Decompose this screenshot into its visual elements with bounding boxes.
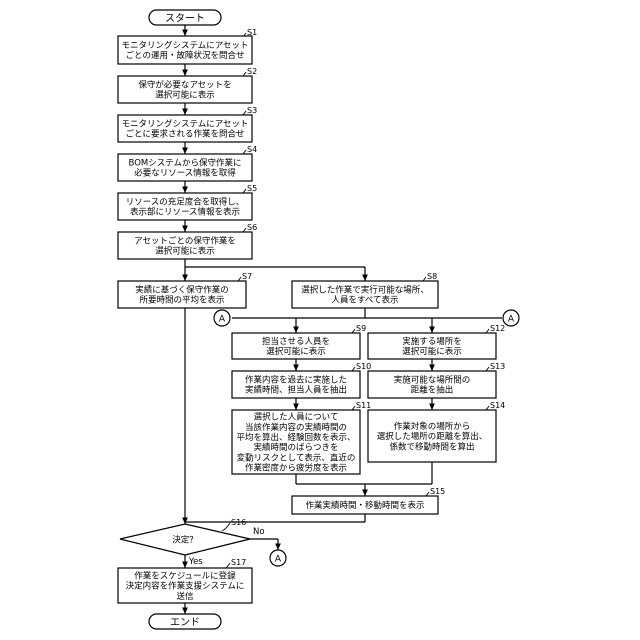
step-s3-text-line: モニタリングシステムにアセット	[121, 118, 248, 129]
step-s14-text-line: 作業対象の場所から	[394, 421, 471, 432]
step-s14-text-line: 係数で移動時間を算出	[389, 441, 474, 452]
step-s5-label: S5	[247, 184, 257, 193]
connector-a-left-label: A	[219, 315, 226, 325]
connector-a-right-label: A	[508, 315, 515, 325]
step-s6-label: S6	[247, 223, 257, 232]
step-s4-text-line: BOMシステムから保守作業に	[129, 157, 242, 168]
step-s6-text-line: 選択可能に表示	[155, 246, 215, 257]
connector-a-left: A	[214, 310, 230, 326]
step-s13-box: 実施可能な場所間の距離を抽出 S13	[368, 362, 505, 398]
step-s15-label: S15	[430, 487, 445, 496]
step-s12-label: S12	[490, 324, 505, 333]
step-s11-box: 選択した人員について当該作業内容の実績時間の平均を算出、経験回数を表示、実績時間…	[232, 401, 371, 474]
step-s3-text-line: ごとに要求される作業を問合せ	[125, 129, 244, 140]
step-s2-text-line: 選択可能に表示	[155, 90, 215, 101]
step-s10-label: S10	[356, 362, 371, 371]
step-s15-box: 作業実績時間・移動時間を表示 S15	[292, 487, 445, 514]
step-s1-text-line: ごとの運用・故障状況を問合せ	[126, 50, 245, 61]
step-s2-box: 保守が必要なアセットを選択可能に表示 S2	[118, 67, 257, 103]
step-s10-text-line: 作業内容を過去に実施した	[245, 374, 347, 385]
step-s3-label: S3	[247, 106, 257, 115]
step-s4-text-line: 必要なリソース情報を取得	[134, 168, 236, 179]
step-s7-text-line: 実績に基づく保守作業の	[135, 284, 229, 295]
step-s2-text-line: 保守が必要なアセットを	[138, 79, 231, 90]
decision-s16-text: 決定？	[172, 535, 198, 546]
step-s9-box: 担当させる人員を選択可能に表示 S9	[232, 324, 366, 359]
step-s9-text-line: 選択可能に表示	[266, 346, 326, 357]
step-s11-text-line: 平均を算出、経験回数を表示、	[236, 432, 355, 443]
connector-a-bottom: A	[270, 550, 286, 566]
connector-a-right: A	[503, 310, 519, 326]
step-s17-label: S17	[231, 558, 246, 567]
step-s2-label: S2	[247, 67, 257, 76]
no-branch-label: No	[253, 527, 265, 537]
step-s17-text-line: 決定内容を作業支援システムに	[126, 581, 245, 592]
step-s10-box: 作業内容を過去に実施した実績時間、担当人員を抽出 S10	[232, 362, 371, 398]
step-s9-label: S9	[356, 324, 366, 333]
step-s12-text-line: 選択可能に表示	[402, 346, 462, 357]
step-s6-box: アセットごとの保守作業を選択可能に表示 S6	[118, 223, 257, 259]
yes-branch-label: Yes	[188, 557, 203, 567]
step-s8-text-line: 人員をすべて表示	[331, 295, 398, 306]
step-s13-text-line: 距離を抽出	[411, 385, 454, 396]
step-s12-text-line: 実施する場所を	[402, 336, 462, 347]
step-s15-text-line: 作業実績時間・移動時間を表示	[305, 500, 424, 511]
step-s1-label: S1	[247, 28, 257, 37]
step-s10-text-line: 実績時間、担当人員を抽出	[245, 385, 347, 396]
step-s1-box: モニタリングシステムにアセットごとの運用・故障状況を問合せ S1	[118, 28, 257, 64]
step-s8-text-line: 選択した作業で実行可能な場所、	[301, 284, 429, 295]
step-s3-box: モニタリングシステムにアセットごとに要求される作業を問合せ S3	[118, 106, 257, 142]
step-s11-text-line: 変動リスクとして表示、直近の	[237, 452, 356, 463]
step-s11-text-line: 当該作業内容の実績時間の	[245, 422, 347, 433]
step-s5-text-line: リソースの充足度合を取得し、	[126, 196, 245, 207]
step-s13-label: S13	[490, 362, 505, 371]
step-s7-label: S7	[242, 272, 252, 281]
step-s9-text-line: 担当させる人員を	[262, 336, 330, 347]
step-s13-text-line: 実施可能な場所間の	[394, 374, 471, 385]
step-s16-label: S16	[231, 518, 246, 527]
step-s14-label: S14	[490, 401, 505, 410]
step-s11-text-line: 作業密度から疲労度を表示	[245, 463, 347, 474]
step-s8-label: S8	[427, 272, 437, 281]
step-s17-text-line: 送信	[176, 591, 194, 602]
step-s11-label: S11	[356, 401, 371, 410]
svg-text:エンド: エンド	[170, 618, 200, 629]
svg-text:スタート: スタート	[165, 13, 205, 25]
step-s11-text-line: 実績時間のばらつきを	[253, 442, 338, 453]
step-s17-text-line: 作業をスケジュールに登録	[134, 570, 236, 581]
step-s7-text-line: 所要時間の平均を表示	[139, 295, 224, 306]
step-s12-box: 実施する場所を選択可能に表示 S12	[368, 324, 505, 359]
step-s6-text-line: アセットごとの保守作業を	[134, 235, 236, 246]
step-s14-text-line: 選択した場所の距離を算出、	[377, 431, 488, 442]
connector-a-bottom-label: A	[275, 555, 282, 565]
step-s1-text-line: モニタリングシステムにアセット	[121, 40, 248, 51]
step-s14-box: 作業対象の場所から選択した場所の距離を算出、係数で移動時間を算出 S14	[368, 401, 505, 462]
step-s5-box: リソースの充足度合を取得し、表示部にリソース情報を表示 S5	[118, 184, 257, 220]
step-s4-box: BOMシステムから保守作業に必要なリソース情報を取得 S4	[118, 145, 257, 181]
step-s4-label: S4	[247, 145, 257, 154]
step-s11-text-line: 選択した人員について	[254, 412, 339, 423]
step-s5-text-line: 表示部にリソース情報を表示	[130, 207, 240, 218]
start-terminal: スタート	[149, 10, 221, 25]
end-terminal: エンド	[149, 614, 221, 629]
